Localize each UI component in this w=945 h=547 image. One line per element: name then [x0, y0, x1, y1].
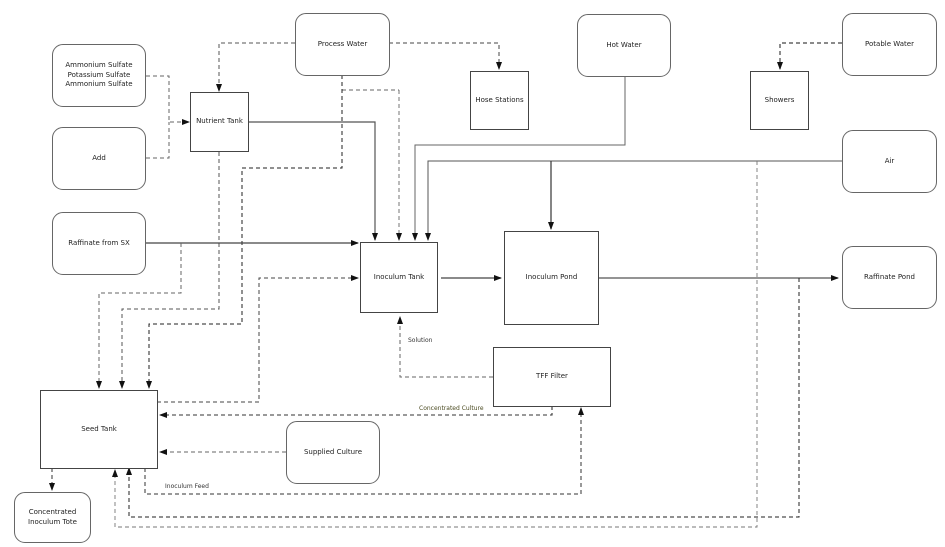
label-inoculum-feed: Inoculum Feed	[165, 483, 209, 490]
label-concentrated-culture: Concentrated Culture	[419, 405, 484, 412]
node-raffinate-from-sx[interactable]: Raffinate from SX	[52, 212, 146, 275]
edge-process-water-to-seed	[146, 75, 343, 389]
edge-nutrient-to-seed	[119, 152, 220, 389]
node-process-water[interactable]: Process Water	[295, 13, 390, 76]
edge-air-to-inoculum	[425, 160, 842, 241]
edge-salts-to-nutrient	[146, 75, 190, 125]
label-solution: Solution	[408, 337, 433, 344]
node-inoculum-pond[interactable]: Inoculum Pond	[504, 231, 599, 325]
edge-tff-to-inoculum	[397, 316, 493, 378]
edge-tff-to-seed	[159, 406, 553, 418]
node-showers[interactable]: Showers	[750, 71, 809, 130]
edge-process-water-to-hose	[389, 42, 502, 70]
edge-add-to-nutrient	[146, 122, 170, 159]
edge-air-to-seed	[112, 161, 758, 528]
node-hot-water[interactable]: Hot Water	[577, 14, 671, 77]
edge-seed-to-tff	[144, 407, 584, 495]
edge-process-water-to-nutrient	[216, 42, 295, 92]
node-concentrated-inoculum-tote[interactable]: Concentrated Inoculum Tote	[14, 492, 91, 543]
node-add[interactable]: Add	[52, 127, 146, 190]
node-seed-tank[interactable]: Seed Tank	[40, 390, 158, 469]
edge-hot-water-to-inoculum	[412, 76, 626, 241]
node-salts[interactable]: Ammonium Sulfate Potassium Sulfate Ammon…	[52, 44, 146, 107]
node-inoculum-tank[interactable]: Inoculum Tank	[360, 242, 438, 313]
edge-raffinate-to-seed	[96, 243, 182, 389]
node-supplied-culture[interactable]: Supplied Culture	[286, 421, 380, 484]
edge-nutrient-to-inoculum	[248, 121, 378, 241]
node-air[interactable]: Air	[842, 130, 937, 193]
edge-seed-to-inoculum	[157, 275, 359, 403]
node-tff-filter[interactable]: TFF Filter	[493, 347, 611, 407]
node-hose-stations[interactable]: Hose Stations	[470, 71, 529, 130]
node-potable-water[interactable]: Potable Water	[842, 13, 937, 76]
node-raffinate-pond[interactable]: Raffinate Pond	[842, 246, 937, 309]
edge-raffinate-line-to-seed	[126, 278, 800, 518]
edge-potable-to-showers	[777, 42, 842, 70]
node-nutrient-tank[interactable]: Nutrient Tank	[190, 92, 249, 152]
